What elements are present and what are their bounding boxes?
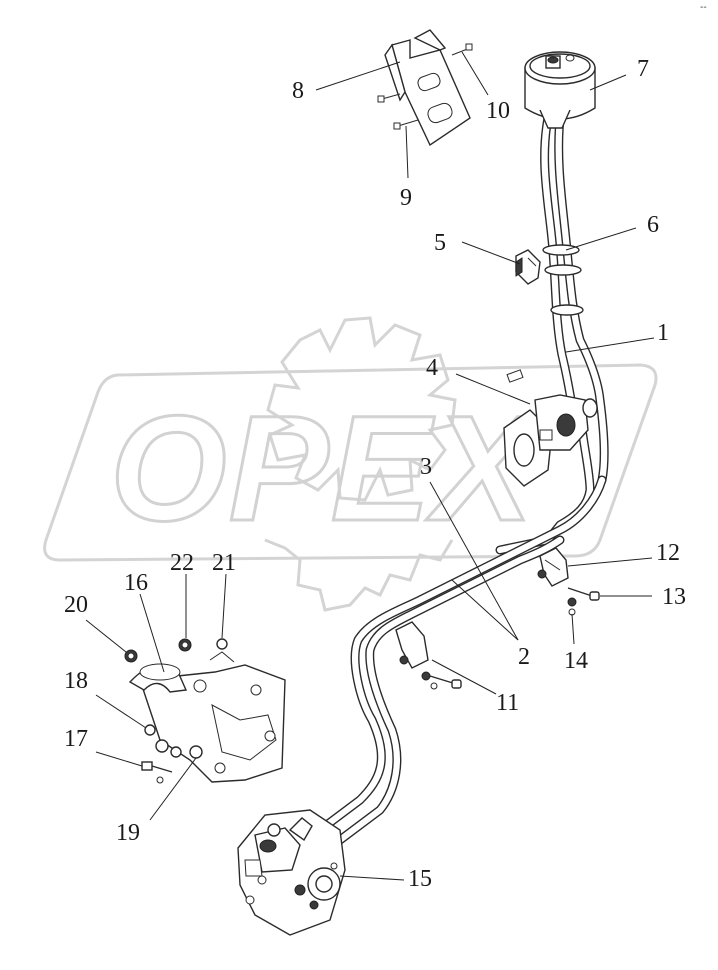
callout-19: 19 (116, 820, 140, 846)
callout-9: 9 (400, 185, 412, 211)
nut-part-22 (178, 638, 192, 652)
callout-3: 3 (420, 454, 432, 480)
mount-bracket-part-16 (128, 663, 286, 783)
clamp-part-5 (515, 249, 541, 285)
watermark: OPEX (43, 316, 658, 612)
leader-lines (85, 51, 655, 881)
clip-part-11 (395, 621, 462, 690)
callout-2: 2 (518, 644, 530, 670)
bolt-part-9 (377, 93, 419, 130)
callout-21: 21 (212, 550, 236, 576)
clip-part-12 (537, 547, 569, 587)
bracket-part-8 (377, 29, 473, 147)
callout-5: 5 (434, 230, 446, 256)
callout-1: 1 (657, 320, 669, 346)
reservoir-part-7 (524, 51, 596, 129)
callout-15: 15 (408, 866, 432, 892)
callout-7: 7 (637, 56, 649, 82)
bolt-part-10 (451, 43, 473, 56)
callout-22: 22 (170, 550, 194, 576)
callout-14: 14 (564, 648, 588, 674)
washer-part-14 (567, 597, 577, 616)
tube-assembly (315, 113, 609, 845)
bolt-part-13 (567, 587, 600, 601)
nut-part-20 (124, 649, 138, 663)
callout-4: 4 (426, 355, 438, 381)
bolts-parts-17-18-19 (141, 724, 203, 784)
callout-6: 6 (647, 212, 659, 238)
clamp-part-6 (542, 244, 584, 316)
watermark-gear (266, 316, 457, 502)
pump-part-15 (237, 809, 346, 936)
valve-part-4 (503, 369, 598, 487)
callout-labels: 1 2 3 4 5 6 7 8 9 10 11 12 13 14 15 16 1… (64, 56, 686, 892)
callout-20: 20 (64, 592, 88, 618)
nut-part-21 (209, 638, 235, 663)
corner-mark: -- (700, 2, 707, 13)
callout-8: 8 (292, 78, 304, 104)
callout-16: 16 (124, 570, 148, 596)
watermark-badge-outline (43, 363, 658, 562)
callout-12: 12 (656, 540, 680, 566)
callout-11: 11 (496, 690, 519, 716)
callout-10: 10 (486, 98, 510, 124)
callout-17: 17 (64, 726, 88, 752)
callout-18: 18 (64, 668, 88, 694)
callout-13: 13 (662, 584, 686, 610)
watermark-text: OPEX (110, 384, 541, 552)
watermark-gear-lower (264, 538, 454, 612)
